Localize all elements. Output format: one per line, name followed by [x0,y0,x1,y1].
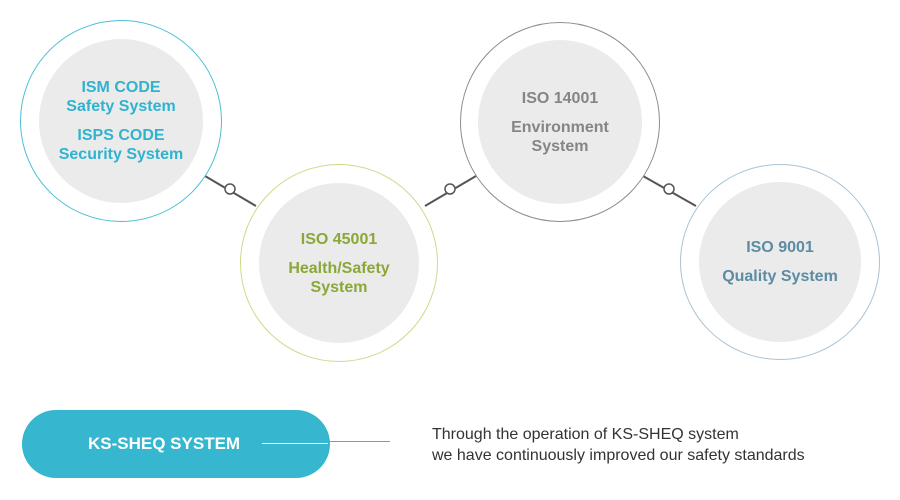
footer-description-line1: Through the operation of KS-SHEQ system [432,426,739,443]
node-iso9001-inner: ISO 9001 Quality System [699,182,861,342]
node-iso45001-line2: System [310,278,368,296]
node-iso45001-code: ISO 45001 [300,230,378,248]
node-iso45001-line1: Health/Safety [288,259,390,277]
node-iso14001-line1: Environment [511,118,609,136]
node-iso14001: ISO 14001 Environment System [460,22,660,222]
node-ism-line1: ISM CODE [81,79,161,96]
ks-sheq-badge-label: KS-SHEQ SYSTEM [88,434,241,453]
node-iso9001-line1: Quality System [722,268,838,285]
node-iso14001-code: ISO 14001 [521,89,599,107]
node-iso9001: ISO 9001 Quality System [680,164,880,360]
connector-dot-3 [663,183,675,195]
node-isps-line2: Security System [58,146,184,163]
connector-dot-2 [444,183,456,195]
footer-description: Through the operation of KS-SHEQ system … [432,424,805,466]
node-ism-isps: ISM CODE Safety System ISPS CODE Securit… [20,20,222,222]
node-iso45001-inner: ISO 45001 Health/Safety System [259,183,419,343]
node-isps-line1: ISPS CODE [77,127,165,144]
node-iso9001-code: ISO 9001 [746,239,814,256]
footer-description-line2: we have continuously improved our safety… [432,447,805,464]
node-iso14001-inner: ISO 14001 Environment System [478,40,642,204]
badge-line-inner [262,443,328,444]
node-iso45001: ISO 45001 Health/Safety System [240,164,438,362]
connector-dot-1 [224,183,236,195]
node-ism-line2: Safety System [66,98,176,115]
ks-sheq-badge: KS-SHEQ SYSTEM [22,410,330,478]
node-ism-isps-inner: ISM CODE Safety System ISPS CODE Securit… [39,39,203,203]
node-iso14001-line2: System [531,137,589,155]
